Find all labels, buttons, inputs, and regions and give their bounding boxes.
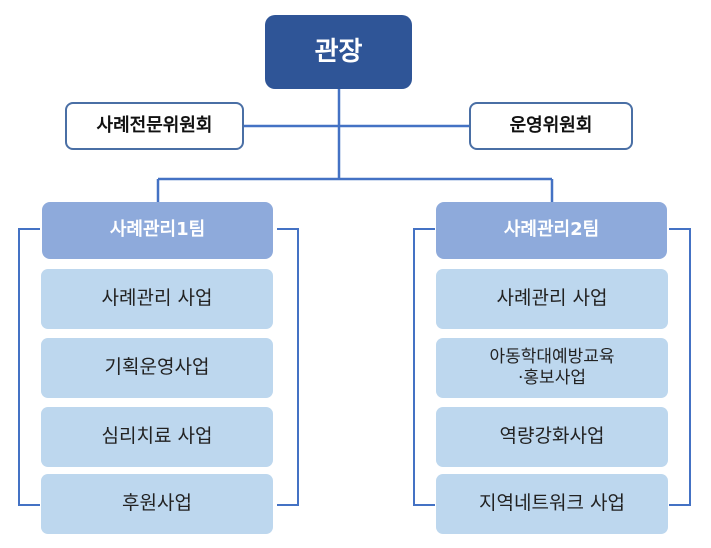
team2-right-bracket xyxy=(669,228,691,506)
team1-task: 후원사업 xyxy=(41,474,273,534)
team2-task: 지역네트워크 사업 xyxy=(436,474,668,534)
team1-right-bracket xyxy=(277,228,299,506)
director-box: 관장 xyxy=(265,15,412,89)
team1-left-bracket xyxy=(18,228,40,506)
team1-task: 기획운영사업 xyxy=(41,338,273,398)
team2-task: 역량강화사업 xyxy=(436,407,668,467)
team2-task: 아동학대예방교육 ·홍보사업 xyxy=(436,338,668,398)
team2-header: 사례관리2팀 xyxy=(436,202,667,259)
team2-task: 사례관리 사업 xyxy=(436,269,668,329)
team2-left-bracket xyxy=(413,228,435,506)
team1-task: 심리치료 사업 xyxy=(41,407,273,467)
case-expert-committee-box: 사례전문위원회 xyxy=(65,102,244,150)
team1-task: 사례관리 사업 xyxy=(41,269,273,329)
team1-header: 사례관리1팀 xyxy=(42,202,273,259)
operation-committee-box: 운영위원회 xyxy=(469,102,633,150)
